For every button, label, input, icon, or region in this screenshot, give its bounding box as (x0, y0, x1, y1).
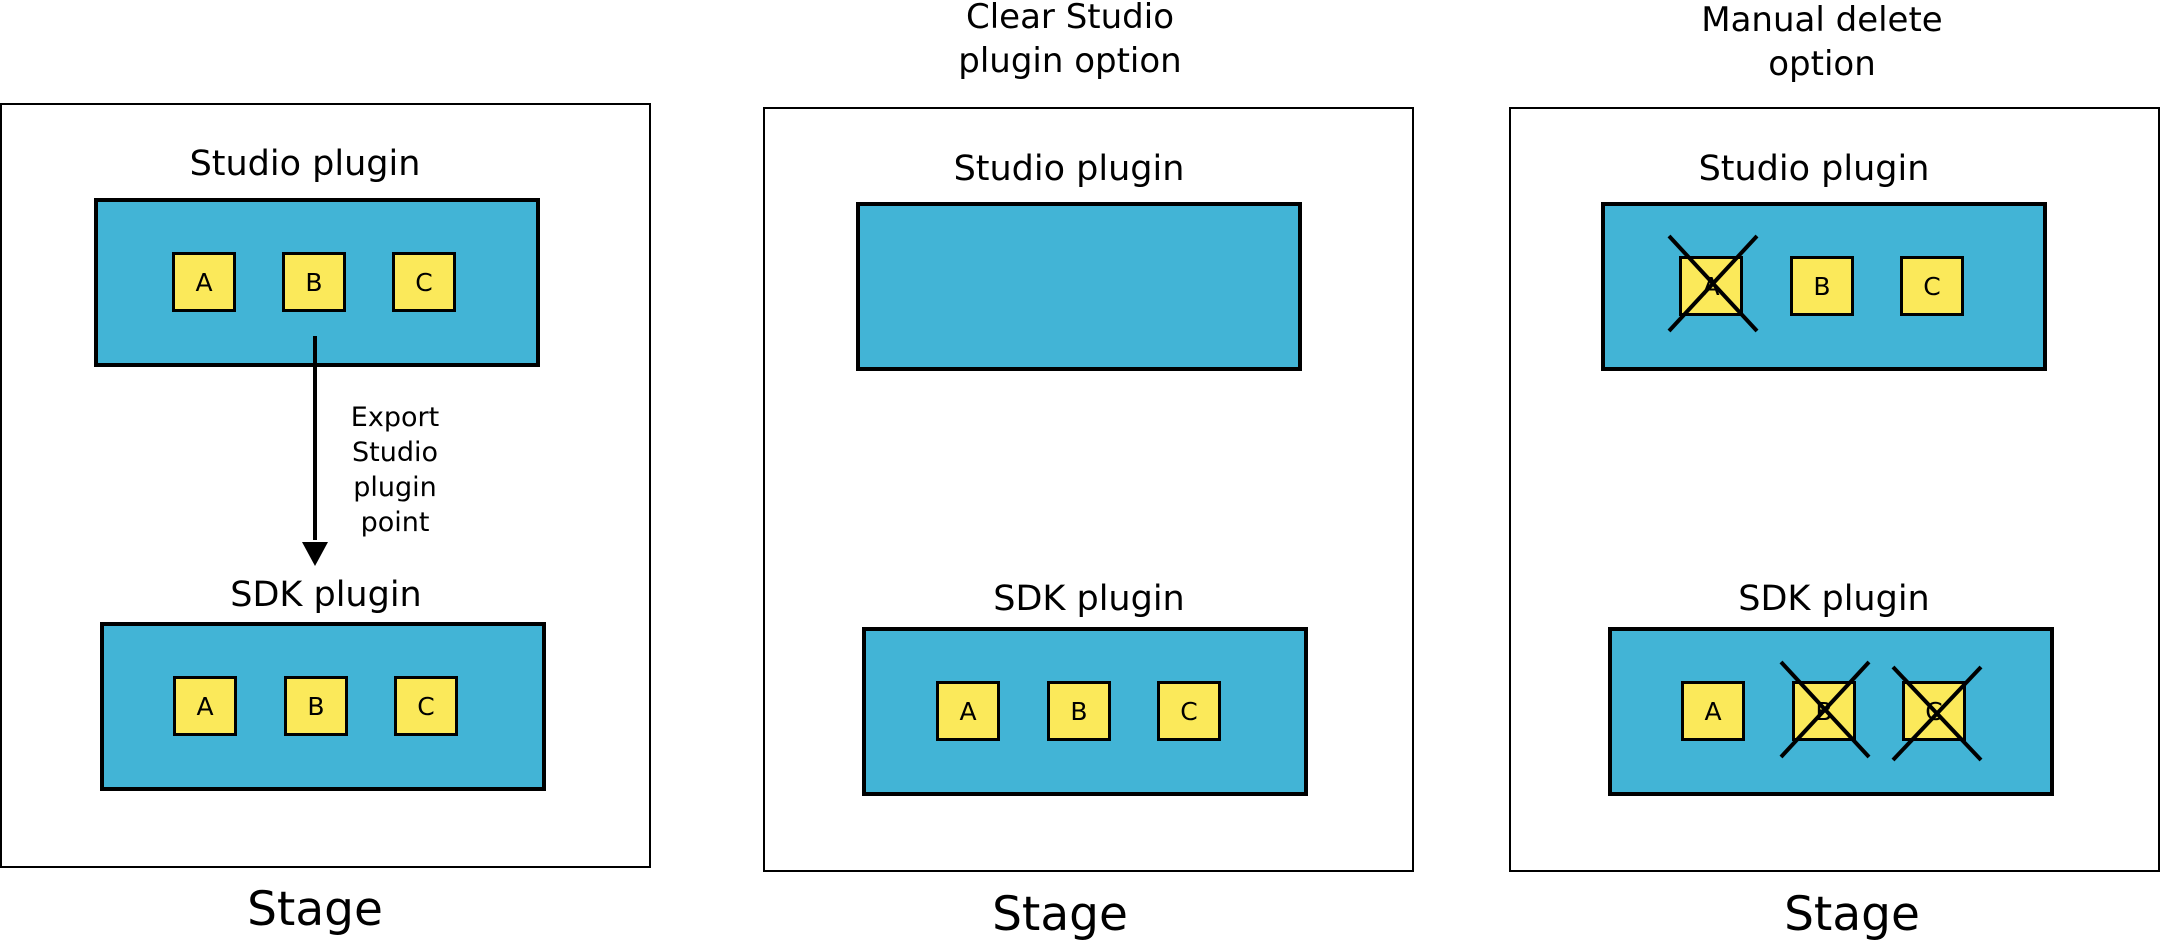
sdk-plugin-label: SDK plugin (230, 575, 422, 615)
sdk-item-c: C (1157, 681, 1221, 741)
studio-plugin-label: Studio plugin (1698, 149, 1930, 189)
stage-label: Stage (1784, 887, 1920, 942)
studio-plugin-box-empty (856, 202, 1302, 371)
clear-option-heading: Clear Studio plugin option (870, 0, 1270, 83)
studio-item-b: B (282, 252, 346, 312)
studio-item-a-deleted: A (1679, 256, 1743, 316)
sdk-item-c-deleted: C (1902, 681, 1966, 741)
sdk-item-a: A (936, 681, 1000, 741)
manual-option-heading-line: Manual delete (1701, 0, 1943, 40)
studio-item-c: C (392, 252, 456, 312)
manual-option-heading-line: option (1768, 44, 1876, 85)
clear-option-heading-line: Clear Studio (965, 0, 1175, 37)
manual-option-heading: Manual delete option (1622, 0, 2022, 86)
sdk-item-a: A (173, 676, 237, 736)
stage-label: Stage (247, 882, 383, 937)
export-arrow-label-line: Export (350, 402, 440, 433)
export-arrow-label-line: Studio (352, 437, 438, 468)
sdk-item-b: B (1047, 681, 1111, 741)
sdk-item-b: B (284, 676, 348, 736)
export-arrow-label-line: plugin (353, 472, 437, 503)
clear-option-heading-line: plugin option (958, 41, 1182, 82)
studio-item-a: A (172, 252, 236, 312)
sdk-plugin-label: SDK plugin (993, 579, 1185, 619)
sdk-item-a: A (1681, 681, 1745, 741)
studio-plugin-label: Studio plugin (189, 144, 421, 184)
sdk-item-b-deleted: B (1792, 681, 1856, 741)
studio-item-b: B (1790, 256, 1854, 316)
sdk-item-c: C (394, 676, 458, 736)
stage-label: Stage (992, 887, 1128, 942)
export-arrow-label: Export Studio plugin point (330, 400, 460, 540)
studio-item-c: C (1900, 256, 1964, 316)
export-arrow-label-line: point (360, 507, 430, 538)
sdk-plugin-label: SDK plugin (1738, 579, 1930, 619)
studio-plugin-label: Studio plugin (953, 149, 1185, 189)
